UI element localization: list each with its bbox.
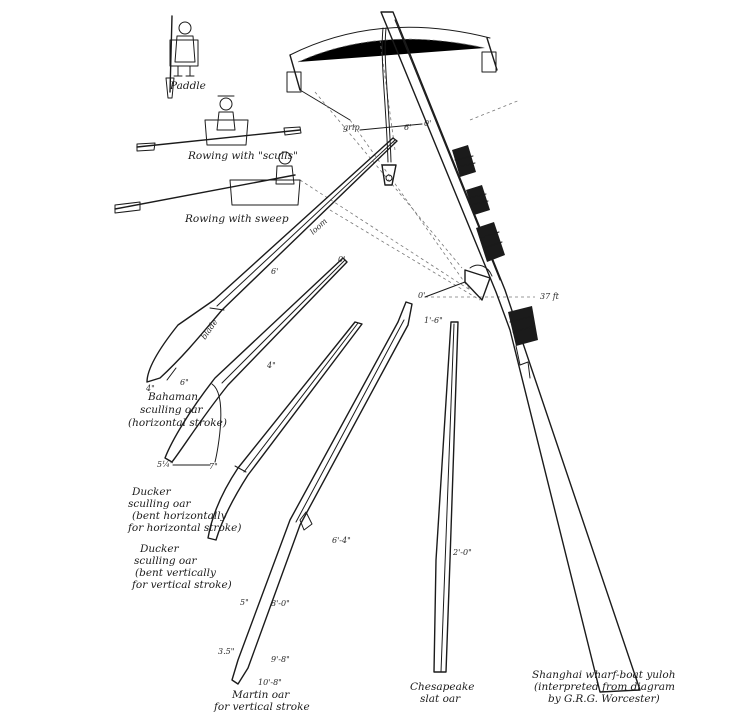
caption-line: Chesapeake <box>410 681 474 693</box>
chesapeake-caption: Chesapeake slat oar <box>410 681 474 705</box>
dimension-label: 3.5" <box>218 647 234 656</box>
dimension-label: 4" <box>145 384 155 393</box>
martin-oar <box>231 301 413 685</box>
dimension-label: 0' <box>418 291 425 300</box>
sculls-figure <box>136 95 302 152</box>
blade-label: blade <box>199 317 219 341</box>
dimension-label: 9'-8" <box>271 655 290 664</box>
caption-line: (interpreted from diagram <box>534 681 675 693</box>
dimension-label: 6' <box>404 123 411 132</box>
caption-line: sculling oar <box>140 404 204 416</box>
dimension-label: 6' <box>271 267 278 276</box>
caption-line: Martin oar <box>231 689 290 701</box>
martin-caption: Martin oar for vertical stroke <box>213 689 310 713</box>
dimension-label: 0' <box>424 119 431 128</box>
sculls-caption: Rowing with "sculls" <box>187 150 298 162</box>
ducker-vertical-caption: Ducker sculling oar (bent vertically for… <box>131 543 232 591</box>
caption-line: Shanghai wharf-boat yuloh <box>532 669 676 681</box>
caption-line: Bahaman <box>147 391 198 403</box>
dimension-label: 8'-0" <box>271 599 290 608</box>
yuloh-rope <box>381 27 397 186</box>
dimension-label: 2'-0" <box>452 548 472 557</box>
bahaman-oar <box>146 137 398 383</box>
caption-line: Ducker <box>131 486 172 498</box>
grip-leader <box>359 123 423 131</box>
caption-line: slat oar <box>420 693 461 705</box>
yuloh-rig-frame <box>286 26 535 301</box>
dimension-label: 1'-6" <box>424 316 443 325</box>
loom-label: loom <box>308 216 329 236</box>
ducker-horizontal-oar <box>164 257 348 463</box>
chesapeake-oar <box>433 321 459 673</box>
dimension-label: 0' <box>338 255 345 264</box>
caption-line: Ducker <box>139 543 180 555</box>
dimension-label: 5" <box>240 598 249 607</box>
ducker-horizontal-caption: Ducker sculling oar (bent horizontally f… <box>127 486 241 534</box>
paddle-figure <box>165 15 199 99</box>
dimension-label: 37 ft <box>540 292 560 301</box>
caption-line: for horizontal stroke) <box>127 522 241 534</box>
caption-line: sculling oar <box>128 498 192 510</box>
caption-line: sculling oar <box>134 555 198 567</box>
paddle-caption: Paddle <box>169 80 206 92</box>
bahaman-caption: Bahaman sculling oar (horizontal stroke) <box>128 391 227 429</box>
dimension-label: 7" <box>209 462 218 471</box>
sweep-caption: Rowing with sweep <box>184 213 289 225</box>
dimension-label: 6'-4" <box>332 536 351 545</box>
caption-line: (bent horizontally <box>132 510 228 522</box>
shanghai-yuloh <box>380 11 641 693</box>
grip-label: grip <box>343 123 360 132</box>
caption-line: (horizontal stroke) <box>128 417 227 429</box>
sweep-figure <box>114 151 301 214</box>
dimension-label: 4" <box>266 361 276 370</box>
caption-line: for vertical stroke) <box>131 579 232 591</box>
caption-line: (bent vertically <box>135 567 217 579</box>
caption-line: for vertical stroke <box>213 701 310 713</box>
shanghai-caption: Shanghai wharf-boat yuloh (interpreted f… <box>532 669 676 705</box>
ducker-vertical-oar <box>207 321 363 541</box>
dimension-label: 5¼" <box>157 460 174 469</box>
dimension-label: 10'-8" <box>258 678 282 687</box>
dimension-label: 6" <box>180 378 189 387</box>
yuloh-lashing <box>452 145 538 379</box>
caption-line: by G.R.G. Worcester) <box>548 693 660 705</box>
